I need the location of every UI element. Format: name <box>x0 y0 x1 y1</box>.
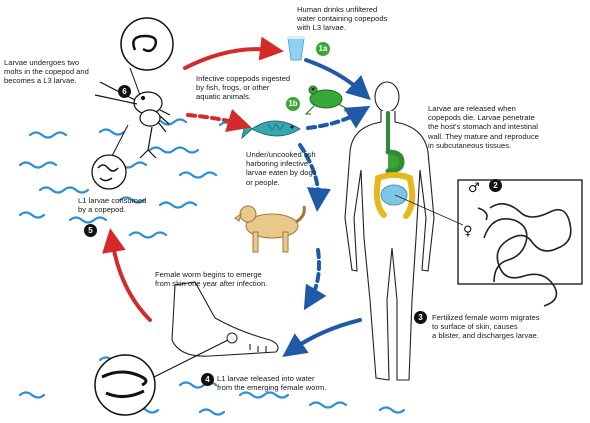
larva-circle-top <box>121 18 173 70</box>
step-1a-text: Human drinks unfiltered water containing… <box>297 5 387 33</box>
arrow-blue-fish-to-human <box>308 112 360 128</box>
arrow-red-leg-to-copepod <box>112 240 150 320</box>
emerge-note-text: Female worm begins to emerge from skin o… <box>155 270 267 288</box>
step-5-text: L1 larvae consumed by a copepod. <box>78 196 146 214</box>
copepod-illustration <box>95 82 170 158</box>
female-symbol-icon: ♀ <box>463 224 473 239</box>
arrow-blue-dog-to-leg <box>310 250 319 300</box>
step-6-badge: 6 <box>118 85 131 98</box>
fish-illustration <box>242 120 300 138</box>
step-5-badge: 5 <box>84 224 97 237</box>
arrow-blue-human-to-leg <box>292 320 360 350</box>
step-4-badge: 4 <box>201 373 214 386</box>
step-1b-text: Infective copepods ingested by fish, fro… <box>196 74 290 102</box>
male-symbol-icon: ♂ <box>468 181 480 196</box>
dog-illustration <box>235 206 304 252</box>
step-2-badge: 2 <box>489 179 502 192</box>
water-waves-upper <box>20 120 244 238</box>
step-2-text: Larvae are released when copepods die. L… <box>428 104 539 150</box>
larvae-circle-bottom <box>95 355 155 415</box>
step-6-text: Larvae undergoes two molts in the copepo… <box>4 58 89 86</box>
frog-illustration <box>306 86 350 114</box>
arrow-red-to-glass <box>185 49 272 68</box>
leg-illustration <box>172 282 278 356</box>
step-1a-badge: 1a <box>316 42 330 56</box>
larvae-circle-mid <box>92 155 126 189</box>
step-3-text: Fertilized female worm migrates to surfa… <box>432 313 540 341</box>
fish-note-text: Under/uncooked fish harboring infective … <box>246 150 317 187</box>
water-waves-lower <box>20 358 404 415</box>
step-3-badge: 3 <box>414 311 427 324</box>
arrow-red-to-fish <box>188 115 240 124</box>
step-4-text: L1 larvae released into water from the e… <box>217 374 326 392</box>
water-glass-icon <box>288 36 304 60</box>
